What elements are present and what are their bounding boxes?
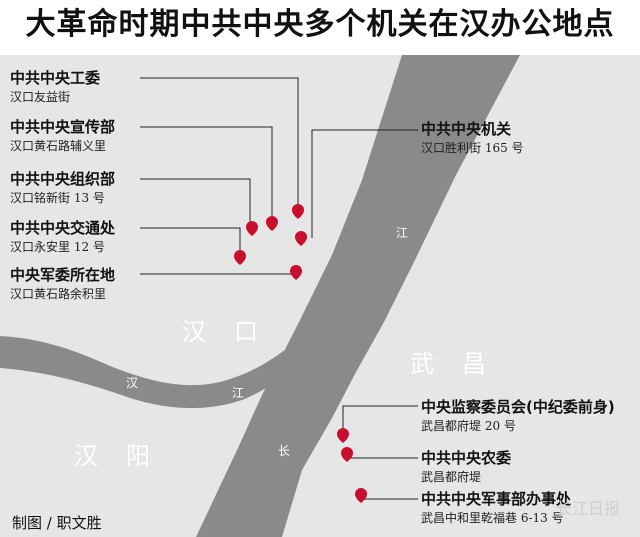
- location-name: 中共中央军事部办事处: [421, 490, 572, 508]
- marker-pin: [234, 250, 246, 265]
- location-label-jiaotong: 中共中央交通处 汉口永安里 12 号: [10, 219, 115, 256]
- marker-pin: [341, 447, 353, 462]
- location-label-nongwei: 中共中央农委 武昌都府堤: [421, 449, 511, 486]
- han-river-label-2: 江: [232, 386, 245, 400]
- district-wuchang: 武昌: [410, 350, 514, 378]
- markers: [234, 204, 367, 503]
- marker-pin: [355, 488, 367, 503]
- location-address: 武昌都府堤: [421, 470, 482, 484]
- location-address: 汉口黄石路辅义里: [10, 139, 107, 153]
- district-hanyang: 汉阳: [74, 442, 178, 470]
- location-address: 汉口黄石路余积里: [10, 287, 107, 301]
- location-label-zuzhi: 中共中央组织部 汉口铭新街 13 号: [10, 170, 115, 207]
- location-label-junwei: 中央军委所在地 汉口黄石路余积里: [10, 266, 115, 303]
- location-address: 武昌中和里乾福巷 6-13 号: [421, 511, 564, 525]
- location-name: 中共中央工委: [10, 69, 101, 87]
- location-label-gongwei: 中共中央工委 汉口友益街: [10, 69, 100, 106]
- leader-line-jiaotong: [140, 227, 241, 256]
- marker-pin: [337, 428, 349, 443]
- location-label-zhongyang: 中共中央机关 汉口胜利街 165 号: [421, 120, 524, 157]
- leader-line-zhongyang: [311, 129, 418, 238]
- han-river: [0, 336, 300, 409]
- location-name: 中共中央交通处: [10, 219, 116, 237]
- leader-line-gongwei: [140, 77, 299, 210]
- location-name: 中共中央宣传部: [10, 118, 116, 136]
- district-hankou: 汉口: [182, 318, 286, 346]
- marker-pin: [292, 204, 304, 219]
- location-name: 中共中央农委: [421, 449, 512, 467]
- map-title: 大革命时期中共中央多个机关在汉办公地点: [25, 7, 615, 42]
- location-address: 汉口铭新街 13 号: [10, 191, 105, 205]
- han-river-label-1: 汉: [126, 376, 139, 390]
- location-name: 中央监察委员会(中纪委前身): [421, 398, 615, 416]
- location-address: 汉口永安里 12 号: [10, 240, 105, 254]
- marker-pin: [266, 216, 278, 231]
- location-label-junshi: 中共中央军事部办事处 武昌中和里乾福巷 6-13 号: [421, 490, 571, 527]
- location-address: 汉口胜利街 165 号: [421, 141, 524, 155]
- leader-lines: [140, 77, 418, 500]
- map-canvas: [0, 55, 640, 537]
- location-name: 中共中央组织部: [10, 170, 116, 188]
- yangtze-river-label-2: 江: [396, 226, 409, 240]
- leader-line-jiancha: [342, 405, 418, 433]
- location-name: 中共中央机关: [421, 120, 512, 138]
- marker-pin: [246, 221, 258, 236]
- yangtze-river-label-1: 长: [278, 444, 291, 458]
- marker-pin: [290, 265, 302, 280]
- yangtze-river: [196, 55, 520, 537]
- leader-line-xuanchuan: [140, 126, 273, 222]
- location-label-xuanchuan: 中共中央宣传部 汉口黄石路辅义里: [10, 118, 115, 155]
- location-name: 中央军委所在地: [10, 266, 116, 284]
- watermark: 长江日报: [556, 499, 621, 518]
- leader-line-zuzhi: [140, 178, 251, 226]
- location-address: 武昌都府堤 20 号: [421, 419, 516, 433]
- marker-pin: [295, 231, 307, 246]
- map-credit: 制图 / 职文胜: [12, 514, 102, 532]
- location-label-jiancha: 中央监察委员会(中纪委前身) 武昌都府堤 20 号: [421, 398, 615, 435]
- location-address: 汉口友益街: [10, 90, 71, 104]
